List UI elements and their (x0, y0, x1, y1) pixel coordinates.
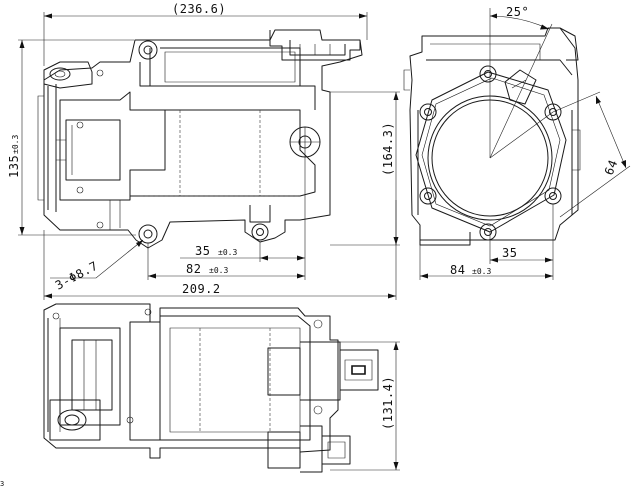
dim-side-84: 84 (450, 263, 465, 277)
plan-view (43, 303, 379, 473)
side-view-dimensions: (236.6) 135 ±0.3 35 ±0.3 82 ±0.3 2 (7, 2, 400, 300)
front-view-dimensions: 25° 64 35 84 ±0.3 (419, 5, 631, 280)
dim-holes: 3-Φ8.7 (53, 259, 101, 293)
plan-view-dimensions: (131.4) (330, 341, 400, 471)
dim-mount-35-tol: ±0.3 (218, 248, 237, 257)
dim-mount-82-tol: ±0.3 (209, 266, 228, 275)
dim-mount-82: 82 (186, 262, 201, 276)
flange-bolts (419, 65, 562, 241)
corner-mark: 3 (0, 480, 4, 488)
dim-length-209: 209.2 (182, 282, 221, 296)
dim-side-84-tol: ±0.3 (472, 267, 491, 276)
front-view (403, 27, 581, 246)
dim-side-35: 35 (502, 246, 517, 260)
dim-height-135: 135 (7, 155, 21, 178)
dim-plan-height: (131.4) (381, 376, 395, 430)
dim-angle: 25° (506, 5, 529, 19)
dim-radius-64: 64 (602, 158, 621, 178)
dim-mount-35: 35 (195, 244, 210, 258)
dim-overall-length: (236.6) (172, 2, 226, 16)
side-view (37, 29, 363, 249)
dim-height-135-tol: ±0.3 (11, 135, 20, 154)
dim-front-height: (164.3) (381, 122, 395, 176)
